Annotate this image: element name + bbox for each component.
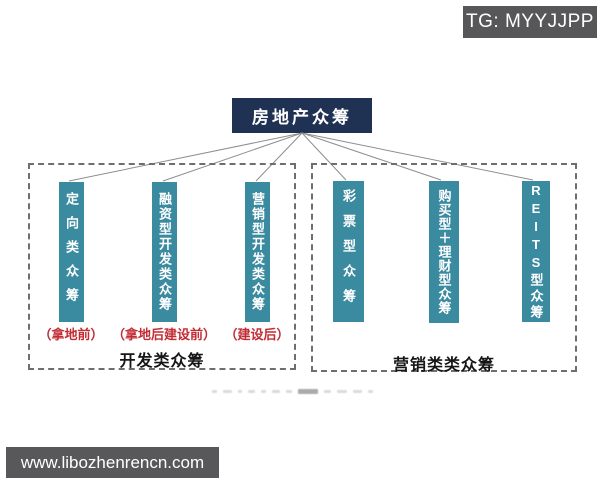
stage-note-before-land: （拿地前）	[38, 327, 104, 342]
node-lottery-crowdfunding: 彩票型众筹	[333, 181, 364, 322]
group-marketing-crowdfunding: 彩票型众筹 购买型＋理财型众筹 REITS型众筹 营销类类众筹	[311, 163, 577, 374]
stage-note-after-build: （建设后）	[224, 327, 290, 342]
group-development-crowdfunding: 定向类众筹 融资型开发类众筹 营销型开发类众筹 （拿地前） （拿地后建设前） （…	[28, 163, 296, 370]
stage-note-after-land-before-build: （拿地后建设前）	[111, 327, 217, 342]
node-directed-crowdfunding: 定向类众筹	[59, 182, 84, 322]
node-purchase-wealth-crowdfunding: 购买型＋理财型众筹	[429, 181, 459, 323]
node-marketing-development-crowdfunding: 营销型开发类众筹	[245, 182, 270, 322]
group-title-development: 开发类众筹	[119, 353, 205, 370]
website-watermark: www.libozhenrencn.com	[6, 447, 219, 478]
node-reits-crowdfunding: REITS型众筹	[522, 181, 550, 322]
root-node: 房地产众筹	[232, 98, 372, 133]
tg-badge: TG: MYYJJPP	[463, 6, 597, 38]
faded-illegible-text	[212, 387, 412, 395]
group-title-marketing: 营销类类众筹	[392, 357, 495, 374]
node-financing-development-crowdfunding: 融资型开发类众筹	[152, 182, 177, 322]
